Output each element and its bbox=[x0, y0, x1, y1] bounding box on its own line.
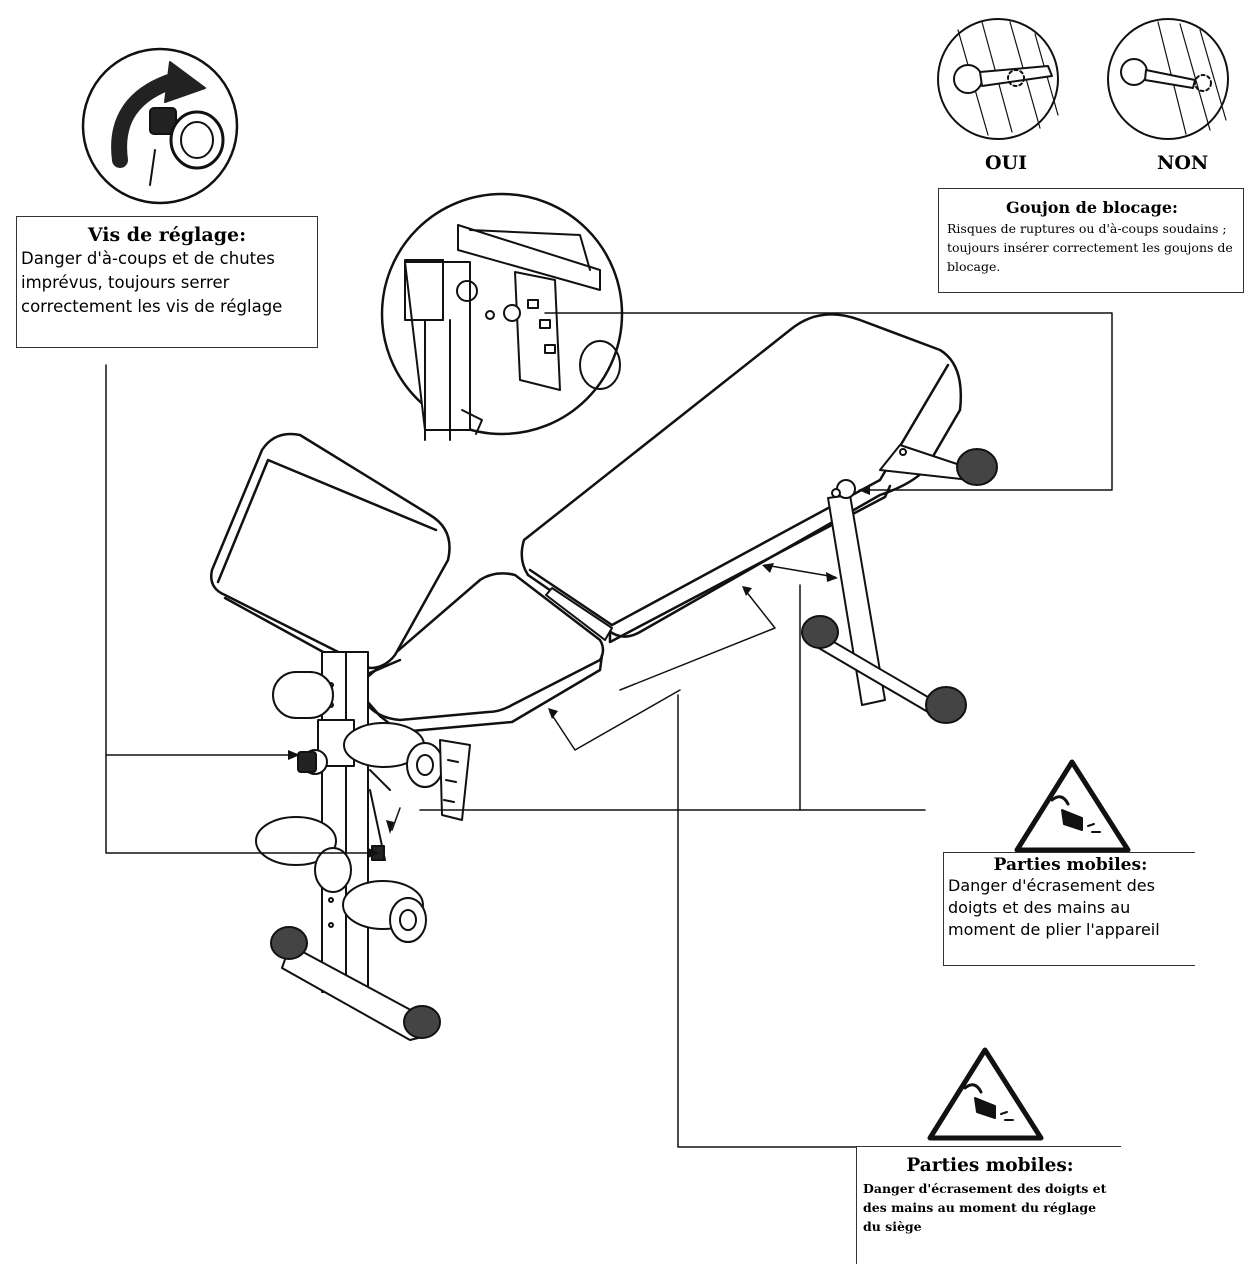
callout-body: Risques de ruptures ou d'à-coups soudain… bbox=[947, 221, 1233, 274]
hand-crush-warning-icon bbox=[1014, 759, 1131, 853]
pin-correct-label: OUI bbox=[985, 152, 1028, 174]
seat-ratchet bbox=[439, 587, 613, 821]
bench-front-foot bbox=[270, 926, 441, 1041]
callout-body: Danger d'écrasement des doigts et des ma… bbox=[948, 876, 1160, 939]
callout-title: Parties mobiles: bbox=[906, 1155, 1074, 1176]
leader-lines bbox=[105, 312, 1113, 1148]
knob-rotation-icon bbox=[81, 47, 239, 205]
callout-body: Danger d'à-coups et de chutes imprévus, … bbox=[21, 249, 283, 316]
pin-correct-icon bbox=[937, 18, 1059, 140]
callout-body: Danger d'écrasement des doigts et des ma… bbox=[863, 1181, 1107, 1234]
callout-title: Goujon de blocage: bbox=[1006, 198, 1178, 217]
pin-incorrect-icon bbox=[1107, 18, 1229, 140]
callout-title: Parties mobiles: bbox=[993, 855, 1148, 875]
adjusting-screw-top bbox=[297, 749, 328, 775]
hand-crush-warning-icon bbox=[927, 1047, 1044, 1141]
arrowheads bbox=[288, 485, 870, 858]
locking-pin-callout: Goujon de blocage: Risques de ruptures o… bbox=[938, 188, 1244, 293]
bench-back-pad bbox=[520, 313, 962, 644]
detail-magnifier bbox=[380, 192, 624, 441]
bench-rear-support bbox=[801, 444, 998, 724]
moving-parts-seat-callout: Parties mobiles: Danger d'écrasement des… bbox=[856, 1146, 1121, 1264]
callout-title: Vis de réglage: bbox=[87, 224, 247, 246]
bench-seat-pad bbox=[362, 572, 605, 734]
moving-parts-folding-callout: Parties mobiles: Danger d'écrasement des… bbox=[943, 852, 1195, 966]
pin-incorrect-label: NON bbox=[1157, 152, 1209, 174]
adjusting-screw-callout: Vis de réglage: Danger d'à-coups et de c… bbox=[16, 216, 318, 348]
